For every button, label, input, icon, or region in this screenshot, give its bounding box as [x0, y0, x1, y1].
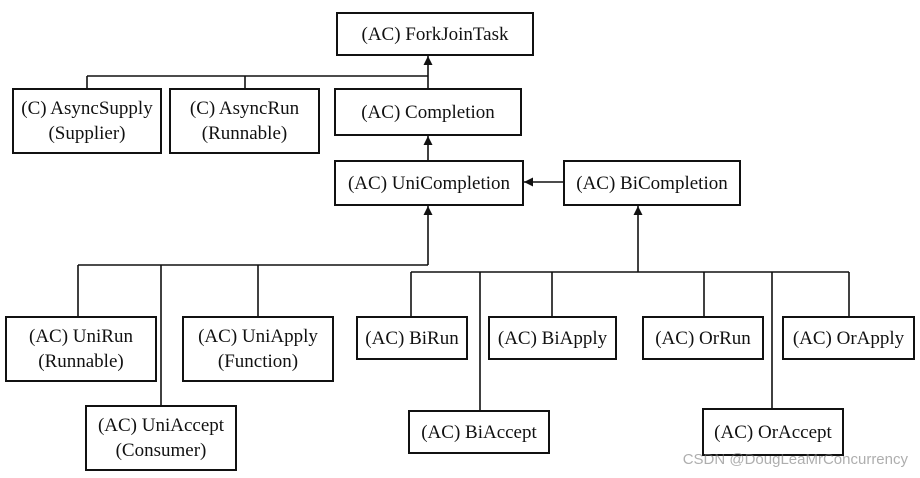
- node-uniapply: (AC) UniApply (Function): [182, 316, 334, 382]
- node-bicompletion: (AC) BiCompletion: [563, 160, 741, 206]
- node-biapply: (AC) BiApply: [488, 316, 617, 360]
- node-uniaccept-label: (AC) UniAccept: [97, 415, 225, 436]
- watermark: CSDN @DougLeaMrConcurrency: [682, 451, 908, 468]
- node-biaccept-label: (AC) BiAccept: [421, 421, 537, 443]
- node-unicompletion: (AC) UniCompletion: [334, 160, 524, 206]
- node-birun: (AC) BiRun: [356, 316, 468, 360]
- node-uniaccept: (AC) UniAccept (Consumer): [85, 405, 237, 471]
- node-asyncsupply: (C) AsyncSupply (Supplier): [12, 88, 162, 154]
- node-unirun-sublabel: (Runnable): [38, 351, 124, 372]
- node-forkjointask: (AC) ForkJoinTask: [336, 12, 534, 56]
- node-oraccept: (AC) OrAccept: [702, 408, 844, 456]
- node-biapply-label: (AC) BiApply: [497, 327, 608, 349]
- node-orrun-label: (AC) OrRun: [655, 327, 751, 349]
- node-asyncsupply-sublabel: (Supplier): [48, 123, 126, 144]
- node-completion: (AC) Completion: [334, 88, 522, 136]
- node-orrun: (AC) OrRun: [642, 316, 764, 360]
- node-uniaccept-sublabel: (Consumer): [115, 440, 207, 461]
- node-biaccept: (AC) BiAccept: [408, 410, 550, 454]
- node-asyncsupply-label: (C) AsyncSupply: [21, 98, 153, 119]
- node-uniapply-sublabel: (Function): [217, 351, 299, 372]
- node-asyncrun: (C) AsyncRun (Runnable): [169, 88, 320, 154]
- node-completion-label: (AC) Completion: [361, 101, 495, 123]
- node-asyncrun-sublabel: (Runnable): [201, 123, 288, 144]
- node-orapply: (AC) OrApply: [782, 316, 915, 360]
- node-unirun-label: (AC) UniRun: [29, 326, 133, 347]
- node-bicompletion-label: (AC) BiCompletion: [576, 172, 728, 194]
- node-forkjointask-label: (AC) ForkJoinTask: [361, 23, 509, 45]
- node-unicompletion-label: (AC) UniCompletion: [347, 172, 511, 194]
- node-unirun: (AC) UniRun (Runnable): [5, 316, 157, 382]
- node-oraccept-label: (AC) OrAccept: [714, 421, 832, 443]
- node-uniapply-label: (AC) UniApply: [198, 326, 318, 347]
- node-asyncrun-label: (C) AsyncRun: [189, 98, 300, 119]
- node-birun-label: (AC) BiRun: [365, 327, 459, 349]
- node-orapply-label: (AC) OrApply: [792, 327, 905, 349]
